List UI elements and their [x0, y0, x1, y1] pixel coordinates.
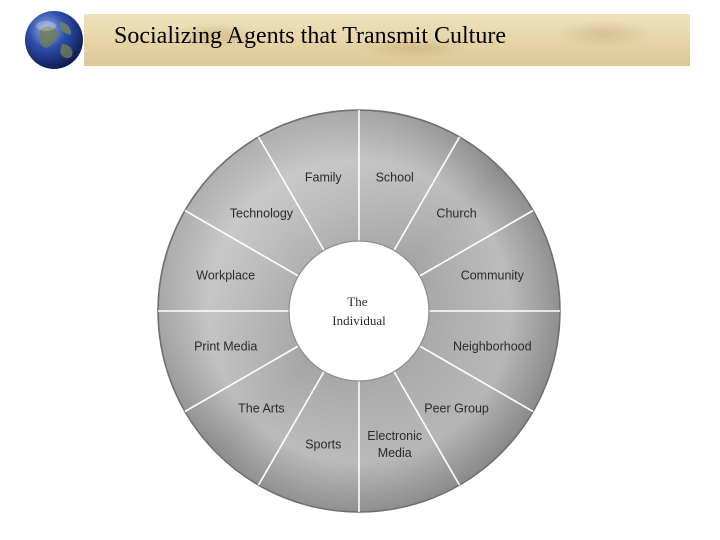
segment-label-line: Print Media: [194, 340, 257, 354]
segment-divider: [257, 371, 325, 486]
segment-divider: [419, 345, 534, 413]
segment-dividers: [158, 110, 560, 512]
center-label-line-2: Individual: [332, 313, 386, 328]
segment-label: School: [376, 171, 414, 185]
segment-label: Family: [305, 171, 343, 185]
segment-label-line: Workplace: [196, 268, 255, 282]
segment-divider: [184, 209, 299, 277]
segment-label-line: Technology: [230, 206, 294, 220]
center-label-line-1: The: [347, 294, 367, 309]
segment-label-line: Sports: [305, 437, 341, 451]
individual-hub: [288, 240, 430, 382]
segment-divider: [393, 371, 461, 486]
segment-label-line: Neighborhood: [453, 340, 532, 354]
segment-label: Neighborhood: [453, 340, 532, 354]
segment-label: Sports: [305, 437, 341, 451]
segment-label-line: Family: [305, 171, 343, 185]
segment-label: Workplace: [196, 268, 255, 282]
segment-label-line: Community: [461, 268, 525, 282]
segment-label-line: Peer Group: [424, 402, 489, 416]
segment-label-line: Electronic: [367, 429, 422, 443]
slide-title: Socializing Agents that Transmit Culture: [114, 23, 506, 49]
segment-divider: [257, 136, 325, 251]
segment-label-line: The Arts: [238, 402, 285, 416]
segment-label: Print Media: [194, 340, 257, 354]
segment-divider: [393, 136, 461, 251]
segment-divider: [184, 345, 299, 413]
segment-label: The Arts: [238, 402, 285, 416]
segment-divider: [419, 209, 534, 277]
segment-label-line: Church: [436, 206, 476, 220]
segment-label-line: School: [376, 171, 414, 185]
segment-label: Community: [461, 268, 525, 282]
segment-label: Church: [436, 206, 476, 220]
title-bar: [84, 14, 690, 66]
segment-label: Peer Group: [424, 402, 489, 416]
center-label: The Individual: [332, 294, 386, 328]
segment-label: Technology: [230, 206, 294, 220]
globe-icon: [25, 11, 83, 69]
segment-label-line: Media: [378, 446, 412, 460]
